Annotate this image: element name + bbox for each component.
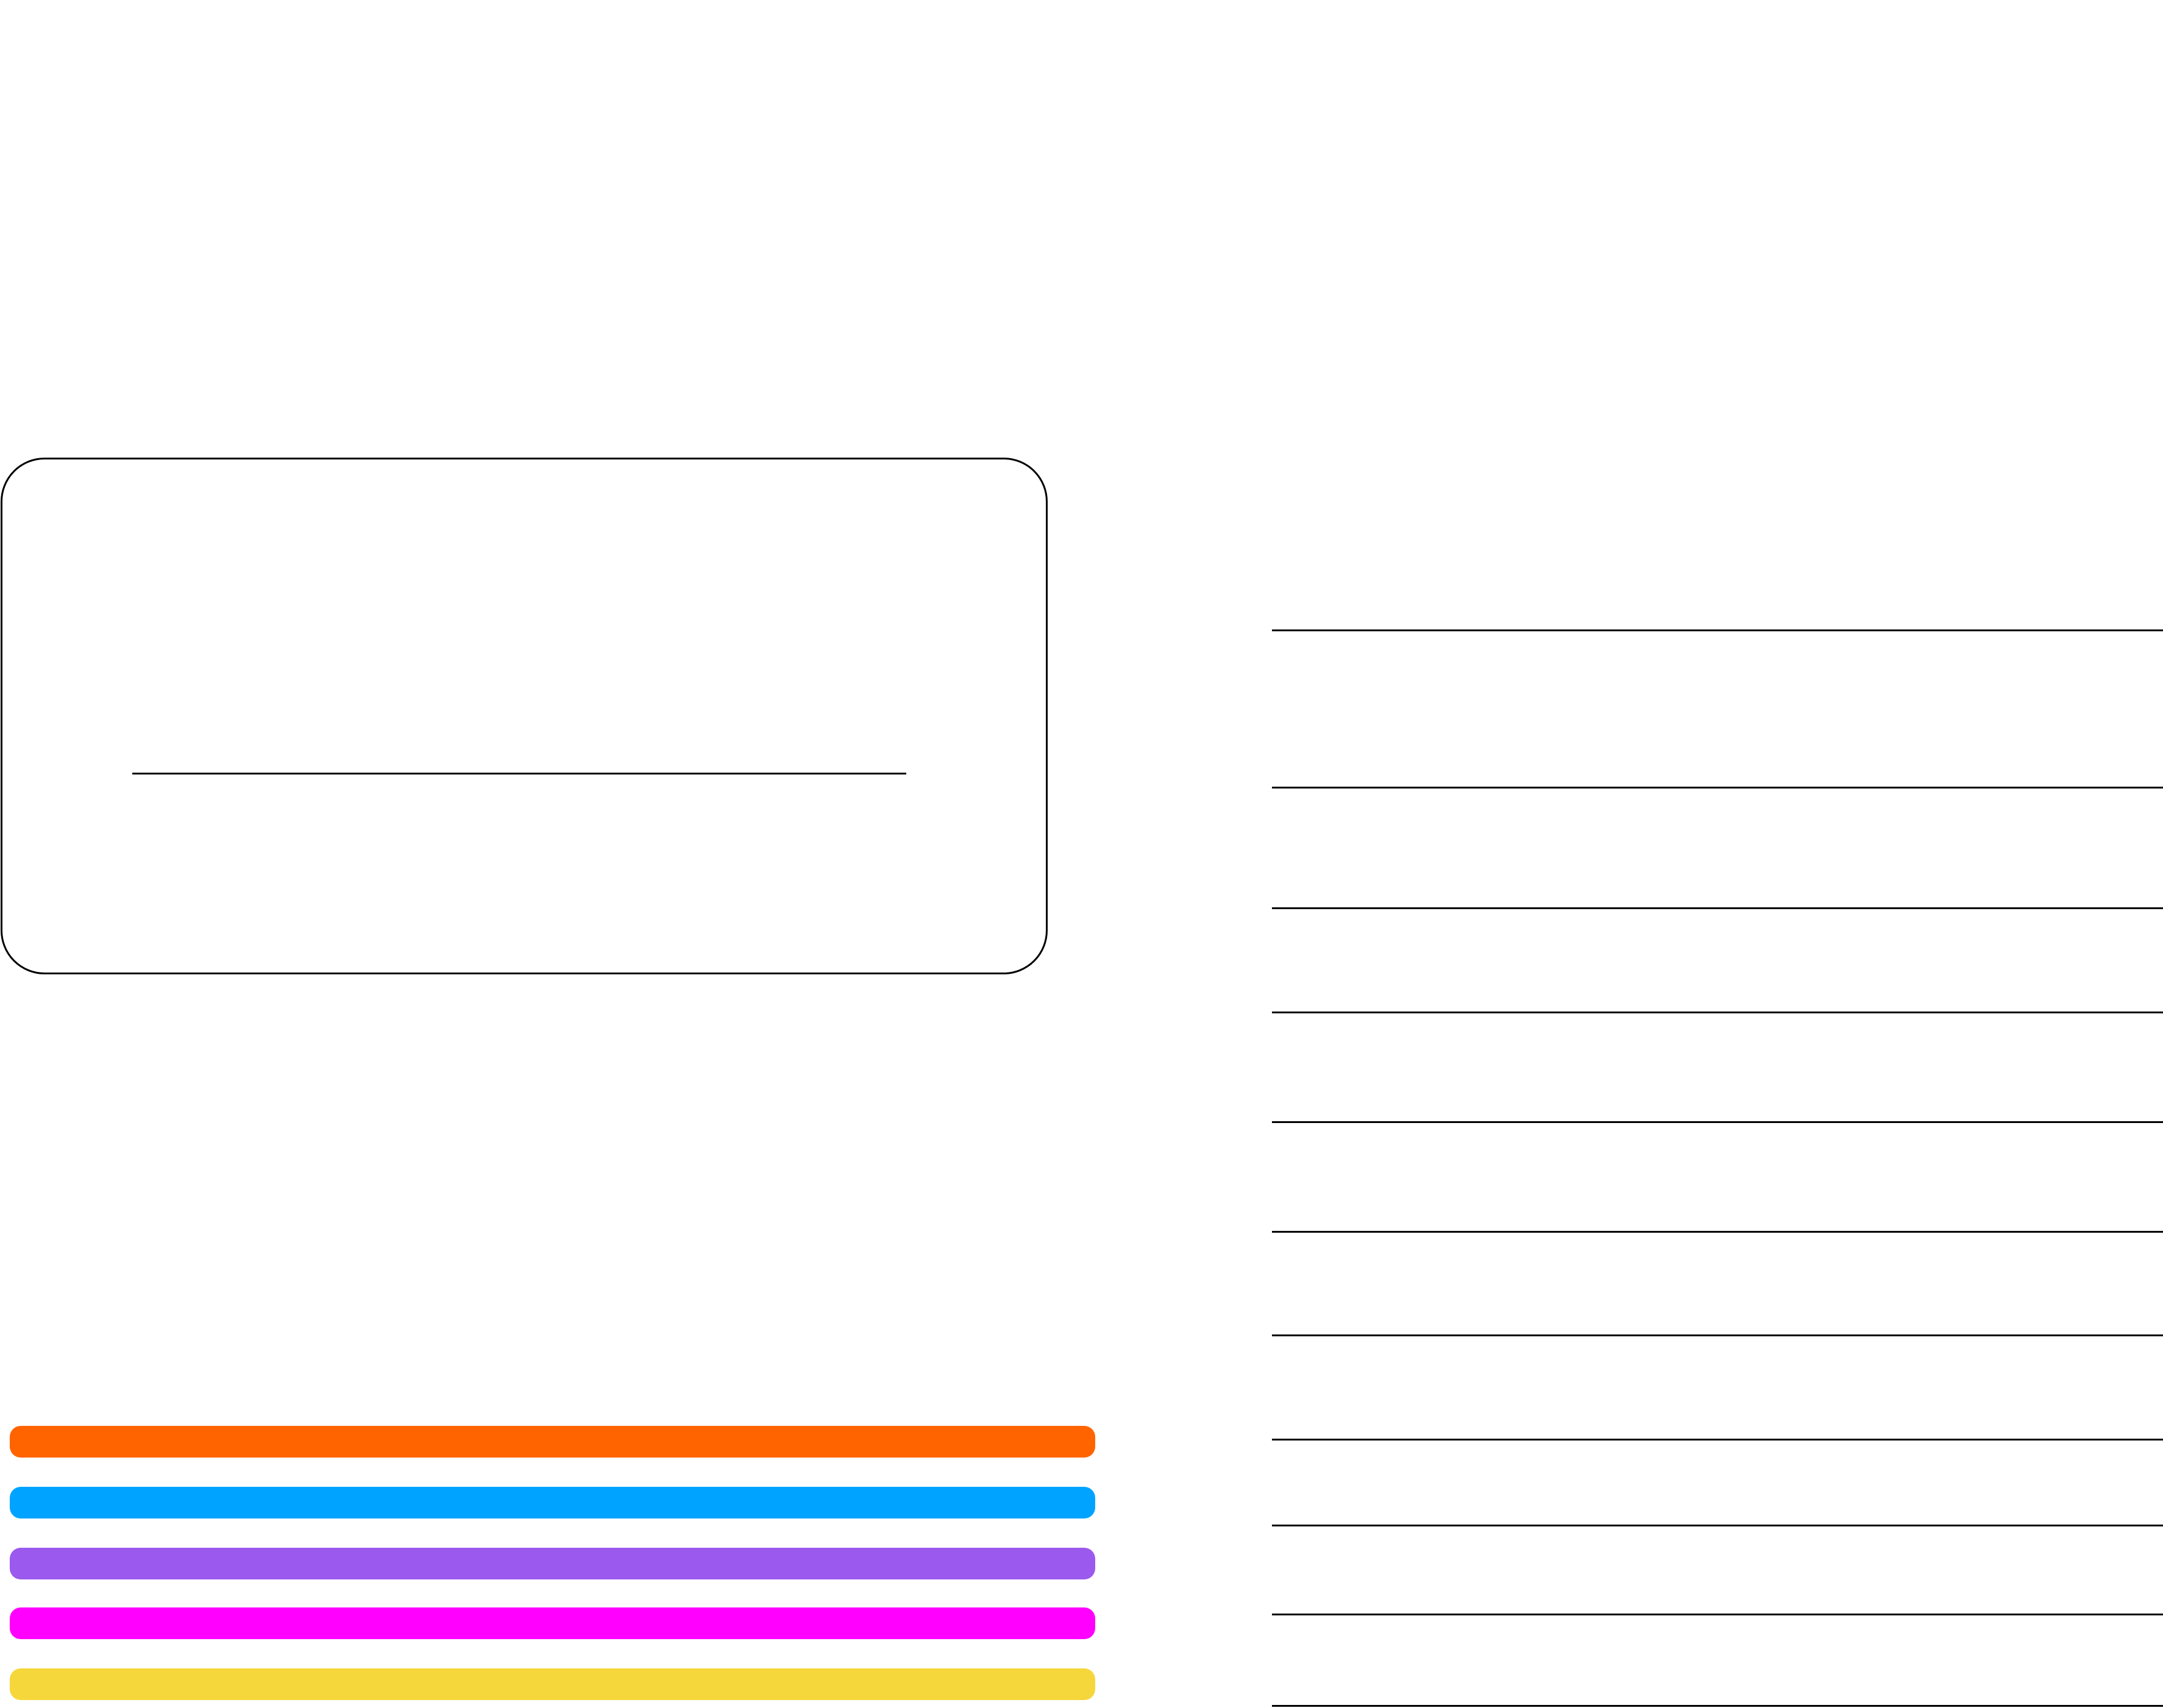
ruled-line xyxy=(1272,629,2163,631)
ruled-line xyxy=(1272,1439,2163,1440)
ruled-line xyxy=(1272,1614,2163,1615)
ruled-line xyxy=(1272,1705,2163,1707)
blank-card xyxy=(1,458,1048,974)
swatch-blue[interactable] xyxy=(10,1487,1095,1518)
ruled-line xyxy=(1272,1121,2163,1123)
swatch-orange[interactable] xyxy=(10,1426,1095,1458)
ruled-line xyxy=(1272,1231,2163,1233)
swatch-yellow[interactable] xyxy=(10,1668,1095,1700)
ruled-line xyxy=(1272,787,2163,788)
swatch-purple[interactable] xyxy=(10,1548,1095,1579)
ruled-line xyxy=(1272,1012,2163,1013)
ruled-line xyxy=(1272,1334,2163,1336)
swatch-magenta[interactable] xyxy=(10,1607,1095,1639)
ruled-line xyxy=(1272,907,2163,909)
card-rule-line xyxy=(132,773,906,774)
ruled-line xyxy=(1272,1525,2163,1526)
